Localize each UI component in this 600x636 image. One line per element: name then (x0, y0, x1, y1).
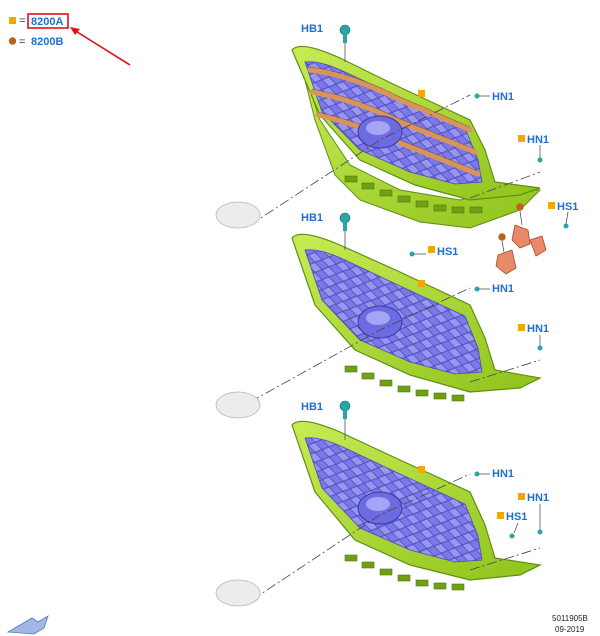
legend: = 8200A = 8200B (8, 13, 131, 66)
screw-icon (474, 471, 480, 477)
marker-square (497, 512, 504, 519)
label-hn1[interactable]: HN1 (492, 91, 514, 103)
grille-lower-slots (344, 175, 483, 214)
legend-separator: = (19, 15, 25, 27)
screw-icon (474, 93, 480, 99)
label-hs1[interactable]: HS1 (437, 246, 458, 258)
legend-square-marker (9, 17, 16, 24)
screw-icon (563, 223, 569, 229)
grille-panel-2: HB1 HS1 HN1 HN1 (215, 212, 549, 419)
marker-square (548, 202, 555, 209)
legend-separator: = (19, 36, 25, 48)
screw-icon (537, 345, 543, 351)
label-hb1[interactable]: HB1 (301, 212, 323, 224)
screw-icon (537, 529, 543, 535)
grille-lower-slots (344, 554, 465, 591)
emblem-cover (215, 579, 261, 607)
label-hn1[interactable]: HN1 (527, 492, 549, 504)
label-hn1[interactable]: HN1 (492, 468, 514, 480)
screw-icon (409, 251, 415, 257)
marker-square (518, 493, 525, 500)
screw-icon (537, 157, 543, 163)
clip-icon (339, 212, 351, 231)
label-hn1[interactable]: HN1 (527, 134, 549, 146)
legend-code-8200a[interactable]: 8200A (31, 16, 63, 28)
highlight-arrow-head (70, 27, 80, 35)
label-hs1[interactable]: HS1 (506, 511, 527, 523)
label-hb1[interactable]: HB1 (301, 401, 323, 413)
grille-panel-1: HB1 HN1 HN1 HS1 (215, 23, 578, 311)
label-hn1[interactable]: HN1 (527, 323, 549, 335)
screw-icon (509, 533, 515, 539)
revision-date: 09-2019 (555, 625, 585, 634)
marker-square (518, 324, 525, 331)
legend-code-8200b[interactable]: 8200B (31, 36, 63, 48)
bracket (495, 224, 547, 275)
clip-icon (339, 24, 351, 43)
marker-square (418, 280, 425, 287)
marker-square (518, 135, 525, 142)
emblem-cover (215, 201, 261, 229)
marker-square (418, 466, 425, 473)
clip-icon (339, 400, 351, 419)
legend-circle-marker (8, 37, 17, 45)
part-number: 5011905B (552, 614, 588, 623)
label-hn1[interactable]: HN1 (492, 283, 514, 295)
screw-icon (474, 286, 480, 292)
highlight-arrow (73, 29, 131, 66)
view-direction-arrow-icon (6, 615, 49, 635)
grille-lower-body (299, 59, 542, 229)
marker-circle (516, 203, 524, 211)
label-hb1[interactable]: HB1 (301, 23, 323, 35)
marker-square (418, 90, 425, 97)
legend-highlight-box (27, 13, 69, 29)
marker-square (428, 246, 435, 253)
marker-circle (498, 233, 506, 241)
grille-panel-3: HB1 HN1 HN1 HS1 (215, 400, 549, 607)
label-hs1[interactable]: HS1 (557, 201, 578, 213)
grille-lower-slots (344, 365, 465, 402)
emblem-cover (215, 391, 261, 419)
